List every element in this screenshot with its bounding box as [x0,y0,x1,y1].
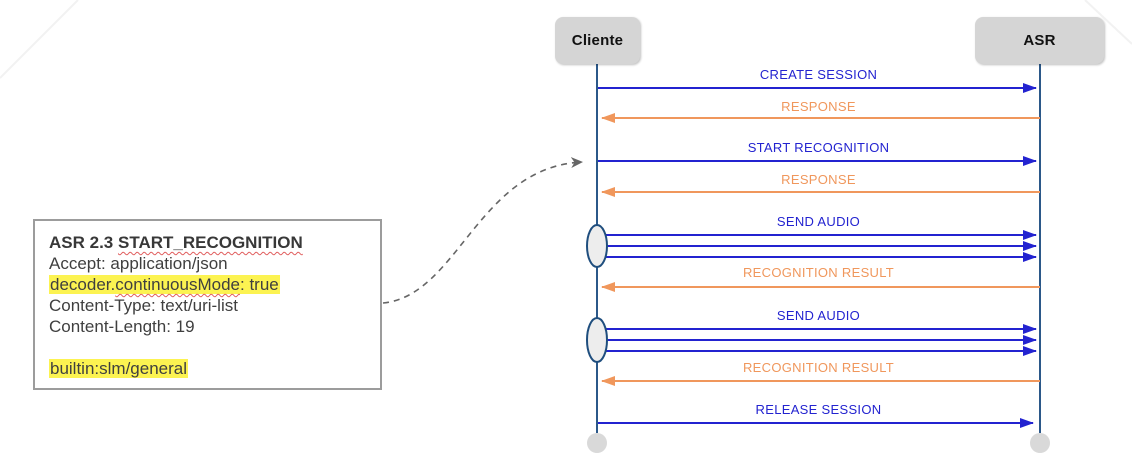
note-decoder-pre: decoder. [50,275,116,294]
audio-burst-ellipse-1 [586,224,608,268]
note-connector-dashed-arrow [382,157,583,304]
actor-asr-label: ASR [1023,32,1056,49]
note-blank-line [49,337,366,358]
message-label-release-session: RELEASE SESSION [755,402,882,417]
note-builtin-line: builtin:slm/general [49,358,366,379]
note-title-prefix: ASR 2.3 [49,233,118,252]
actor-asr: ASR [975,17,1104,64]
actor-cliente: Cliente [555,17,640,64]
message-label-start-recognition: START RECOGNITION [747,140,890,155]
message-label-recognition-result-1: RECOGNITION RESULT [742,265,895,280]
lifeline-end-circle-asr [1030,433,1050,453]
note-content-length-line: Content-Length: 19 [49,317,195,336]
note-decoder-highlight: decoder.continuousMode: true [49,275,280,294]
corner-fold-line-left [0,0,79,79]
message-label-send-audio-2: SEND AUDIO [776,308,861,323]
actor-cliente-label: Cliente [571,32,624,49]
note-decoder-line: decoder.continuousMode: true [49,274,366,295]
message-label-response-1: RESPONSE [781,99,856,114]
note-title-misspelled: START_RECOGNITION [117,233,303,252]
message-label-recognition-result-2: RECOGNITION RESULT [742,360,895,375]
message-label-send-audio-1: SEND AUDIO [776,214,861,229]
note-decoder-misspelled: continuousMode [115,275,240,294]
note-content-type-line: Content-Type: text/uri-list [49,296,238,315]
audio-burst-ellipse-2 [586,317,608,363]
corner-fold-line-right [1084,0,1132,45]
message-label-create-session: CREATE SESSION [759,67,878,82]
note-title: ASR 2.3 START_RECOGNITION [49,232,366,253]
note-accept-line: Accept: application/json [49,254,228,273]
note-builtin-highlight: builtin:slm/general [49,359,189,378]
lifeline-end-circle-cliente [587,433,607,453]
note-box: ASR 2.3 START_RECOGNITION Accept: applic… [33,219,382,390]
note-decoder-post: : true [240,275,279,294]
message-label-response-2: RESPONSE [781,172,856,187]
